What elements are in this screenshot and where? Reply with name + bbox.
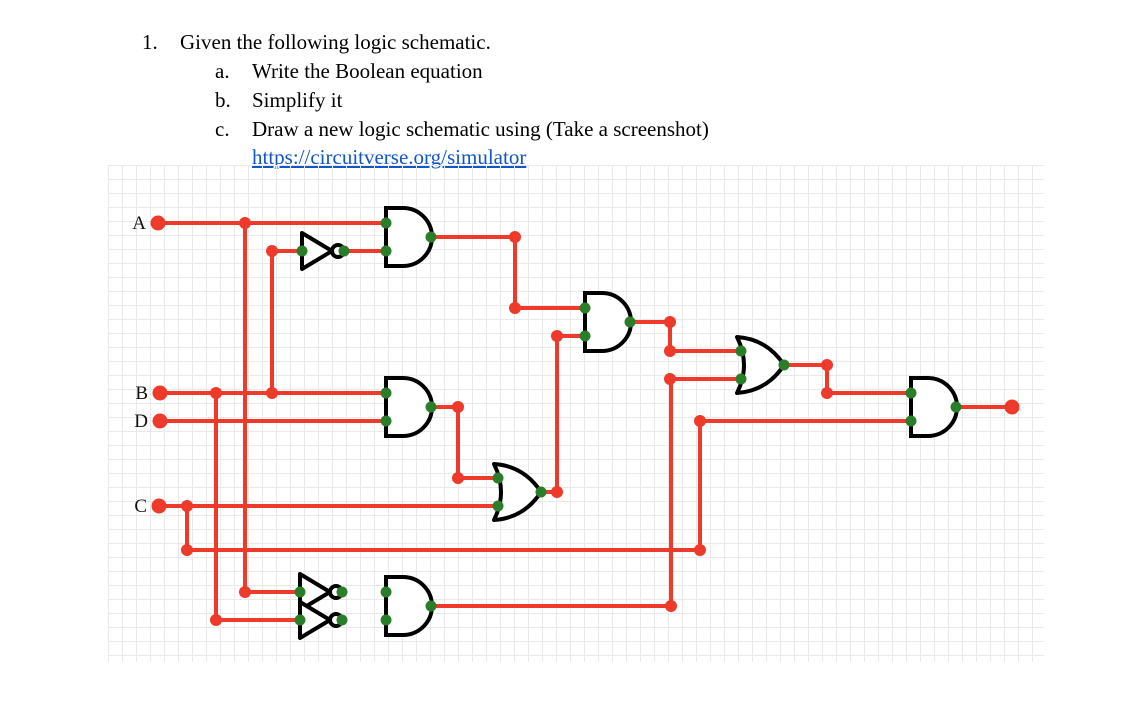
and-gate-nota-notb-pin[interactable] [380, 614, 392, 626]
wire[interactable] [784, 363, 911, 395]
sub-item-c-text: Draw a new logic schematic using (Take a… [252, 117, 709, 141]
sub-item-b-letter: b. [215, 88, 231, 112]
not-gate-a-bottom-pin[interactable] [336, 586, 348, 598]
and-gate-a-notb-pin[interactable] [425, 231, 437, 243]
circuit-canvas-grid [108, 165, 1044, 662]
and-gate-center-pin[interactable] [579, 330, 591, 342]
list-item-number: 1. [142, 30, 158, 54]
wire-junction-dot[interactable] [664, 316, 676, 328]
and-gate-b-d-pin[interactable] [380, 415, 392, 427]
or-gate-right-pin[interactable] [735, 345, 747, 357]
wire[interactable] [431, 235, 585, 310]
input-label-B: B [135, 383, 148, 404]
wire-junction-dot[interactable] [266, 387, 278, 399]
output-node[interactable] [1004, 399, 1020, 415]
input-node-B[interactable] [152, 385, 168, 401]
wire-junction-dot[interactable] [239, 217, 251, 229]
wire-junction-dot[interactable] [509, 231, 521, 243]
and-gate-output[interactable] [909, 376, 959, 438]
wire-junction-dot[interactable] [664, 345, 676, 357]
wire-junction-dot[interactable] [452, 401, 464, 413]
wire-junction-dot[interactable] [551, 330, 563, 342]
wire[interactable] [270, 249, 302, 393]
and-gate-output-pin[interactable] [950, 401, 962, 413]
input-label-D: D [134, 411, 148, 432]
wire-junction-dot[interactable] [210, 614, 222, 626]
wire-junction-dot[interactable] [694, 415, 706, 427]
wire-junction-dot[interactable] [664, 373, 676, 385]
wire[interactable] [431, 377, 743, 608]
circuitverse-link[interactable]: https://circuitverse.org/simulator [252, 145, 527, 169]
or-gate-middle[interactable] [492, 462, 543, 522]
wire[interactable] [431, 405, 500, 480]
input-node-D[interactable] [152, 413, 168, 429]
and-gate-center-pin[interactable] [579, 302, 591, 314]
and-gate-b-d-pin[interactable] [380, 387, 392, 399]
or-gate-middle-pin[interactable] [492, 500, 504, 512]
wire[interactable] [541, 334, 585, 494]
or-gate-middle-pin[interactable] [535, 486, 547, 498]
and-gate-a-notb-pin[interactable] [380, 245, 392, 257]
wire-junction-dot[interactable] [821, 387, 833, 399]
wire-junction-dot[interactable] [452, 472, 464, 484]
and-gate-center[interactable] [583, 291, 633, 353]
sub-item-b-text: Simplify it [252, 88, 343, 112]
wire[interactable] [185, 419, 911, 552]
wire-junction-dot[interactable] [210, 387, 222, 399]
wire-junction-dot[interactable] [181, 500, 193, 512]
or-gate-right[interactable] [735, 335, 786, 395]
wire-junction-dot[interactable] [821, 359, 833, 371]
wire-junction-dot[interactable] [181, 544, 193, 556]
and-gate-output-pin[interactable] [905, 415, 917, 427]
wire-junction-dot[interactable] [694, 544, 706, 556]
sub-item-c-letter: c. [215, 117, 230, 141]
wire-junction-dot[interactable] [509, 302, 521, 314]
and-gate-a-notb-pin[interactable] [380, 217, 392, 229]
wire-junction-dot[interactable] [551, 486, 563, 498]
or-gate-right-pin[interactable] [778, 359, 790, 371]
or-gate-right-pin[interactable] [735, 373, 747, 385]
wire[interactable] [630, 320, 743, 353]
and-gate-b-d-pin[interactable] [425, 401, 437, 413]
and-gate-b-d[interactable] [384, 376, 434, 438]
and-gate-output-pin[interactable] [905, 387, 917, 399]
wire-junction-dot[interactable] [266, 245, 278, 257]
input-label-C: C [134, 496, 147, 517]
and-gate-center-pin[interactable] [624, 316, 636, 328]
input-node-C[interactable] [151, 498, 167, 514]
not-gate-a-bottom-pin[interactable] [294, 586, 306, 598]
not-gate-b-top-pin[interactable] [338, 245, 350, 257]
sub-item-a-text: Write the Boolean equation [252, 59, 483, 83]
not-gate-b-bottom-pin[interactable] [336, 614, 348, 626]
sub-item-a-letter: a. [215, 59, 230, 83]
and-gate-a-notb[interactable] [384, 206, 434, 268]
wire-junction-dot[interactable] [239, 586, 251, 598]
and-gate-nota-notb-pin[interactable] [425, 600, 437, 612]
wire-junction-dot[interactable] [665, 600, 677, 612]
input-node-A[interactable] [150, 215, 166, 231]
and-gate-nota-notb[interactable] [384, 575, 434, 637]
not-gate-b-top-pin[interactable] [296, 245, 308, 257]
list-item-title: Given the following logic schematic. [180, 30, 491, 54]
input-label-A: A [132, 213, 146, 234]
and-gate-nota-notb-pin[interactable] [380, 586, 392, 598]
or-gate-middle-pin[interactable] [492, 472, 504, 484]
not-gate-b-bottom-pin[interactable] [294, 614, 306, 626]
